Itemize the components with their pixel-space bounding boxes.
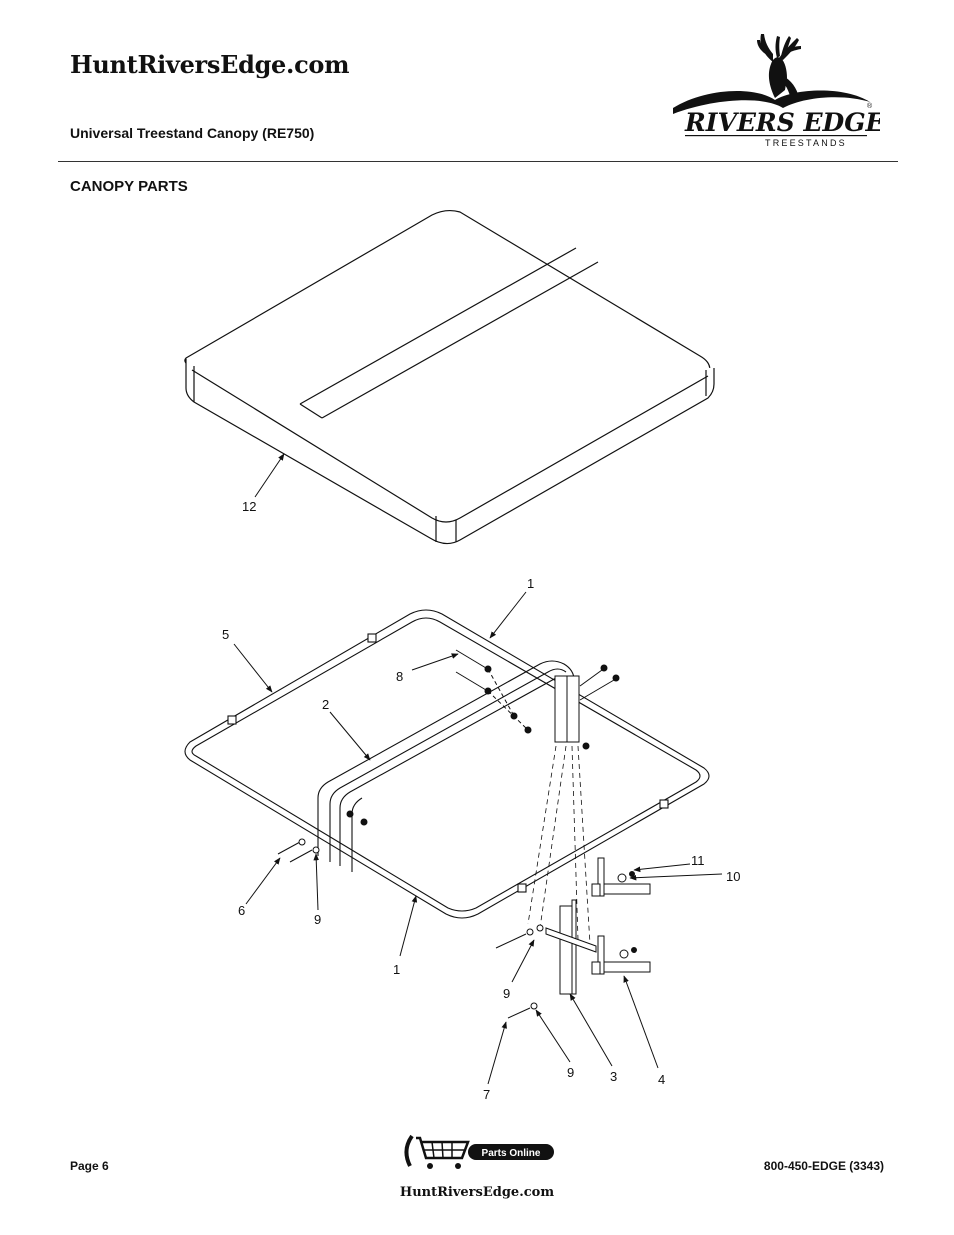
callout-10: 10 (726, 869, 740, 884)
callout-11: 11 (691, 853, 705, 868)
callout-12: 12 (242, 499, 256, 514)
deer-icon (757, 34, 801, 100)
callout-9-middle: 9 (503, 986, 510, 1001)
phone-number: 800-450-EDGE (3343) (763, 1159, 884, 1173)
callout-4: 4 (658, 1072, 665, 1087)
mount-post (495, 857, 651, 1019)
callout-7: 7 (483, 1087, 490, 1102)
leader-lines (233, 453, 723, 1085)
shopping-cart-icon (404, 1134, 470, 1169)
footer-website-link[interactable]: HuntRiversEdge.com (399, 1185, 555, 1200)
logo-wordmark: RIVERS EDGE (684, 108, 880, 137)
canopy-frame (184, 609, 710, 919)
callout-8: 8 (396, 669, 403, 684)
canopy-cover (184, 209, 715, 545)
canopy-parts-diagram: 12 1 5 8 2 11 10 6 9 1 9 9 3 4 7 (184, 209, 740, 1102)
logo-tagline: TREESTANDS (765, 138, 847, 148)
parts-online-logo[interactable]: Parts Online (398, 1122, 558, 1178)
callout-3: 3 (610, 1069, 617, 1084)
upper-bracket (277, 649, 620, 863)
callout-9-left: 9 (314, 912, 321, 927)
callout-labels: 12 1 5 8 2 11 10 6 9 1 9 9 3 4 7 (222, 499, 740, 1102)
logo-registered-mark: ® (867, 102, 873, 110)
callout-2: 2 (322, 697, 329, 712)
parts-online-label: Parts Online (482, 1148, 541, 1159)
callout-5: 5 (222, 627, 229, 642)
callout-1-lower: 1 (393, 962, 400, 977)
section-title: CANOPY PARTS (70, 178, 188, 195)
callout-6: 6 (238, 903, 245, 918)
site-title: HuntRiversEdge.com (70, 50, 350, 79)
callout-9-bottom: 9 (567, 1065, 574, 1080)
document-subtitle: Universal Treestand Canopy (RE750) (70, 125, 315, 141)
callout-1-upper: 1 (527, 576, 534, 591)
header-divider (58, 161, 898, 162)
alignment-lines (527, 745, 591, 945)
page-number: Page 6 (70, 1159, 109, 1173)
rivers-edge-logo: RIVERS EDGE ® TREESTANDS (673, 34, 880, 148)
